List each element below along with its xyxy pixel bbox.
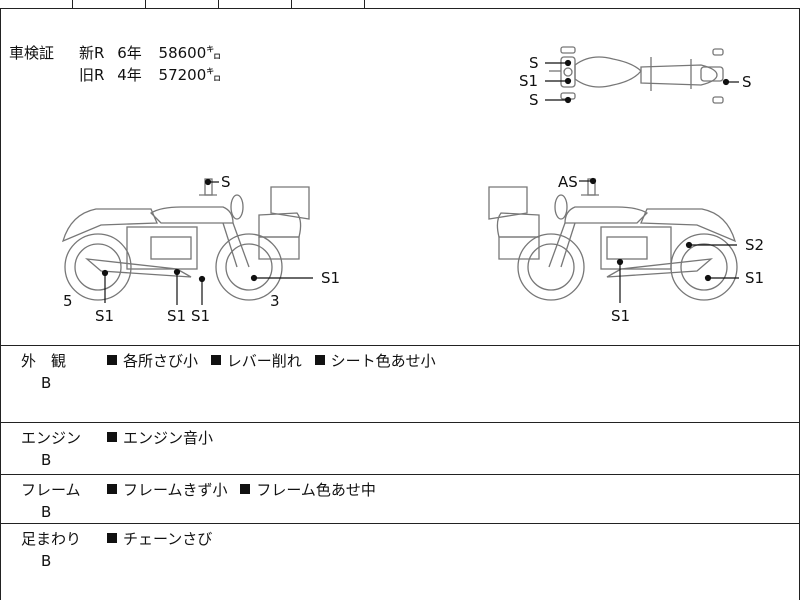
- inspection-mileage: 57200㌔: [158, 66, 222, 84]
- inspection-era: 新R: [79, 44, 105, 62]
- right-side-motorcycle: [488, 178, 738, 301]
- condition-row-exterior: 外 観 B 各所さび小 レバー削れ シート色あせ小: [0, 346, 800, 423]
- mark-right-handlebar: AS: [558, 173, 578, 191]
- condition-note: フレーム色あせ中: [240, 481, 376, 499]
- mark-right-engine: S1: [611, 307, 630, 325]
- condition-row-engine: エンジン B エンジン音小: [0, 423, 800, 475]
- bullet-icon: [240, 484, 251, 494]
- bullet-icon: [107, 432, 117, 442]
- condition-note: シート色あせ小: [314, 352, 436, 370]
- bullet-icon: [107, 484, 117, 494]
- condition-notes: 各所さび小 レバー削れ シート色あせ小: [107, 350, 444, 371]
- inspection-years: 4年: [117, 66, 142, 84]
- mark-right-rear: S1: [745, 269, 764, 287]
- bullet-icon: [107, 355, 117, 365]
- inspection-values: 新R 6年 58600㌔: [79, 42, 221, 64]
- mark-right-swingarm: S2: [745, 236, 764, 254]
- header-cell: [145, 0, 219, 8]
- condition-note: 各所さび小: [107, 352, 198, 370]
- bullet-icon: [210, 355, 221, 365]
- inspection-years: 6年: [117, 44, 142, 62]
- mark-top-front-upper: S: [529, 54, 539, 72]
- condition-row-suspension: 足まわり B チェーンさび: [0, 524, 800, 600]
- inspection-values: 旧R 4年 57200㌔: [79, 64, 221, 86]
- header-cell: [0, 0, 73, 8]
- condition-grade: B: [41, 374, 52, 392]
- mark-left-engine: S1: [167, 307, 186, 325]
- condition-note: エンジン音小: [107, 429, 213, 447]
- mark-left-frame: S1: [191, 307, 210, 325]
- condition-notes: フレームきず小 フレーム色あせ中: [107, 479, 384, 500]
- condition-category: フレーム: [21, 481, 81, 499]
- header-cell: [218, 0, 292, 8]
- left-side-motorcycle: [61, 178, 310, 301]
- header-cell: [291, 0, 365, 8]
- mark-left-rear: S1: [321, 269, 340, 287]
- top-view-motorcycle: [549, 46, 724, 104]
- condition-notes: エンジン音小: [107, 427, 221, 448]
- condition-category: 足まわり: [21, 530, 82, 548]
- inspection-era: 旧R: [79, 66, 105, 84]
- damage-diagram-panel: S S1 S S S 5 S1 S1 S1 3 S1 AS S2 S1 S1 車…: [0, 9, 800, 346]
- condition-note: レバー削れ: [210, 352, 302, 370]
- condition-note: フレームきず小: [107, 481, 228, 499]
- condition-grade: B: [41, 451, 52, 469]
- condition-category: 外 観: [21, 352, 67, 370]
- mark-left-handlebar: S: [221, 173, 231, 191]
- condition-notes: チェーンさび: [107, 528, 220, 549]
- condition-note: チェーンさび: [107, 530, 212, 548]
- mark-left-rear-wheel: 3: [270, 292, 280, 310]
- mark-top-front-lower: S: [529, 91, 539, 109]
- motorcycle-diagrams: S S1 S S S 5 S1 S1 S1 3 S1 AS S2 S1 S1: [61, 46, 764, 325]
- mark-left-front-wheel: 5: [63, 292, 73, 310]
- header-strip: [0, 0, 800, 9]
- bullet-icon: [107, 533, 117, 543]
- mark-top-rear: S: [742, 73, 752, 91]
- bullet-icon: [314, 355, 325, 365]
- inspection-label: 車検証: [9, 44, 55, 62]
- condition-category: エンジン: [21, 429, 82, 447]
- condition-grade: B: [41, 503, 52, 521]
- mark-top-front-mid: S1: [519, 72, 538, 90]
- condition-row-frame: フレーム B フレームきず小 フレーム色あせ中: [0, 475, 800, 524]
- inspection-mileage: 58600㌔: [158, 44, 222, 62]
- condition-grade: B: [41, 552, 52, 570]
- mark-left-exhaust: S1: [95, 307, 114, 325]
- header-cell: [72, 0, 146, 8]
